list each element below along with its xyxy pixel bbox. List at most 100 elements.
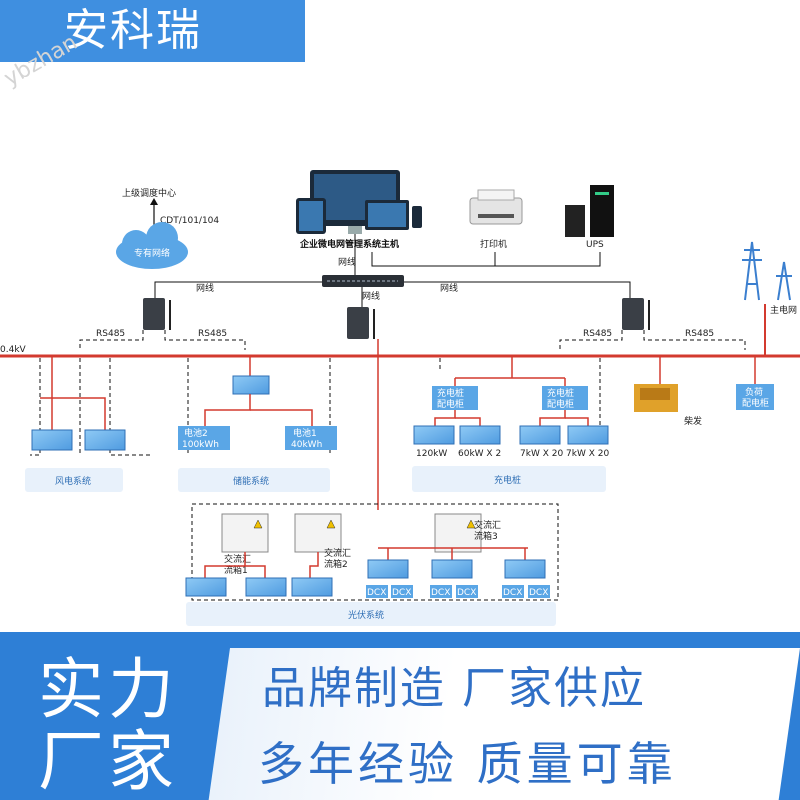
banner-left-line1: 实力 xyxy=(38,651,178,728)
printer-label: 打印机 xyxy=(480,238,507,250)
svg-text:流箱2: 流箱2 xyxy=(324,558,348,570)
warning-icon xyxy=(253,519,263,529)
ups-label: UPS xyxy=(586,240,604,250)
host-computers-icon xyxy=(296,170,422,234)
network-cable-label-2: 网线 xyxy=(196,282,214,294)
svg-text:交流汇: 交流汇 xyxy=(224,553,251,565)
rs485-label-3: RS485 xyxy=(583,329,612,339)
load-cabinet: 负荷 配电柜 xyxy=(736,356,774,410)
dcx-icon xyxy=(366,585,388,598)
dcx-icon xyxy=(430,585,452,598)
transmission-tower-icon xyxy=(742,241,792,301)
warning-icon xyxy=(466,519,476,529)
svg-text:电池2: 电池2 xyxy=(184,427,208,439)
charger-icon xyxy=(459,425,501,445)
svg-text:配电柜: 配电柜 xyxy=(547,398,574,410)
svg-text:配电柜: 配电柜 xyxy=(437,398,464,410)
svg-text:配电柜: 配电柜 xyxy=(742,397,769,409)
storage-title: 储能系统 xyxy=(233,475,269,487)
svg-text:DCX: DCX xyxy=(367,588,386,598)
storage-system: 电池2 100kWh 电池1 40kWh 储能系统 xyxy=(178,356,337,492)
gateway-left-icon xyxy=(143,298,171,330)
svg-text:DCX: DCX xyxy=(431,588,450,598)
svg-text:充电桩: 充电桩 xyxy=(547,387,574,399)
private-network-label: 专有网络 xyxy=(134,247,170,259)
charger-icon xyxy=(519,425,561,445)
inverter-icon xyxy=(31,429,73,451)
load-cabinet-icon xyxy=(736,384,774,410)
battery-icon xyxy=(178,426,230,450)
voltage-label: 0.4kV xyxy=(0,345,27,355)
svg-text:100kWh: 100kWh xyxy=(182,440,219,450)
combiner-box-icon xyxy=(434,513,482,553)
svg-text:充电桩: 充电桩 xyxy=(437,387,464,399)
pcs-icon xyxy=(232,375,270,395)
host-label: 企业微电网管理系统主机 xyxy=(299,238,399,250)
svg-text:40kWh: 40kWh xyxy=(291,440,322,450)
svg-text:7kW X 20: 7kW X 20 xyxy=(566,449,609,459)
charging-title: 充电桩 xyxy=(494,474,521,486)
charging-system: 充电桩 配电柜 充电桩 配电柜 120kW 60kW X 2 7kW X 20 … xyxy=(412,356,609,492)
pv-title: 光伏系统 xyxy=(348,609,384,621)
pv-inverter-icon xyxy=(504,559,546,579)
up-arrow-icon xyxy=(150,198,158,205)
microgrid-diagram: 上级调度中心 CDT/101/104 专有网络 企业微电网管理系统主机 打印机 … xyxy=(0,170,800,626)
battery-icon xyxy=(285,426,337,450)
gateway-center-icon xyxy=(347,307,375,339)
rs485-label-4: RS485 xyxy=(685,329,714,339)
combiner-box-icon xyxy=(221,513,269,553)
network-cable-label-4: 网线 xyxy=(362,290,380,302)
svg-text:流箱1: 流箱1 xyxy=(224,564,248,576)
pv-inverter-icon xyxy=(245,577,287,597)
banner-slogan-line2: 多年经验 质量可靠 xyxy=(258,737,677,791)
svg-text:60kW X 2: 60kW X 2 xyxy=(458,449,501,459)
inverter-icon xyxy=(84,429,126,451)
svg-text:DCX: DCX xyxy=(529,588,548,598)
banner-left-line2: 厂家 xyxy=(38,723,178,800)
combiner-box-icon xyxy=(294,513,342,553)
protocol-label: CDT/101/104 xyxy=(160,216,219,226)
dcx-icon xyxy=(528,585,550,598)
diesel-generator: 柴发 xyxy=(634,356,702,427)
charging-cabinet-icon xyxy=(432,386,478,410)
dcx-icon xyxy=(502,585,524,598)
pv-inverter-icon xyxy=(431,559,473,579)
pv-inverter-icon xyxy=(367,559,409,579)
warning-icon xyxy=(326,519,336,529)
wind-system: 风电系统 xyxy=(25,356,150,492)
rs485-label-2: RS485 xyxy=(198,329,227,339)
svg-text:DCX: DCX xyxy=(503,588,522,598)
svg-text:DCX: DCX xyxy=(392,588,411,598)
dcx-icon xyxy=(456,585,478,598)
cloud-icon xyxy=(116,222,188,269)
gateway-right-icon xyxy=(622,298,650,330)
wind-title: 风电系统 xyxy=(55,475,91,487)
diesel-label: 柴发 xyxy=(684,415,702,427)
svg-text:电池1: 电池1 xyxy=(293,427,317,439)
svg-text:交流汇: 交流汇 xyxy=(474,519,501,531)
printer-icon xyxy=(469,189,523,225)
svg-text:7kW X 20: 7kW X 20 xyxy=(520,449,563,459)
network-cable-label-3: 网线 xyxy=(440,282,458,294)
svg-text:负荷: 负荷 xyxy=(745,386,763,398)
pv-system: 交流汇 流箱1 交流汇 流箱2 交流汇 流箱3 DCX DCX DCX DCX … xyxy=(185,339,559,626)
svg-text:120kW: 120kW xyxy=(416,449,447,459)
svg-text:交流汇: 交流汇 xyxy=(324,547,351,559)
dispatch-center-label: 上级调度中心 xyxy=(122,187,176,199)
rs485-label-1: RS485 xyxy=(96,329,125,339)
pv-inverter-icon xyxy=(185,577,227,597)
charger-icon xyxy=(567,425,609,445)
network-cable-label-1: 网线 xyxy=(338,256,356,268)
dcx-icon xyxy=(391,585,413,598)
main-grid-label: 主电网 xyxy=(770,304,797,316)
pv-inverter-icon xyxy=(291,577,333,597)
brand-header xyxy=(0,0,305,62)
dispatch-section: 上级调度中心 CDT/101/104 专有网络 xyxy=(116,187,219,269)
charging-cabinet-icon xyxy=(542,386,588,410)
svg-text:流箱3: 流箱3 xyxy=(474,530,498,542)
charger-icon xyxy=(413,425,455,445)
banner-slogan-line1: 品牌制造 厂家供应 xyxy=(262,663,646,714)
svg-text:DCX: DCX xyxy=(457,588,476,598)
ups-icon xyxy=(565,185,614,237)
brand-name: 安科瑞 xyxy=(64,5,202,56)
